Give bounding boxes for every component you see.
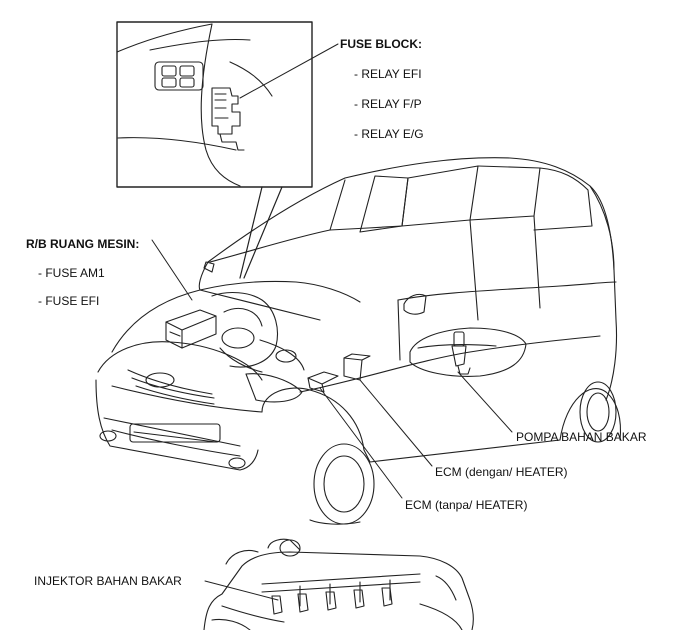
fuse-block-title: FUSE BLOCK: [340, 37, 422, 51]
fuse-block-item-relay-eg: - RELAY E/G [354, 127, 424, 141]
fuse-block-inset [116, 21, 339, 279]
ecm-with-heater-label: ECM (dengan/ HEATER) [435, 465, 568, 479]
engine-injector-view [203, 538, 474, 630]
rb-item-fuse-am1: - FUSE AM1 [38, 266, 105, 280]
ecm-without-heater-label: ECM (tanpa/ HEATER) [405, 498, 528, 512]
rb-engine-room-title: R/B RUANG MESIN: [26, 237, 140, 251]
rb-item-fuse-efi: - FUSE EFI [38, 294, 100, 308]
fuse-block-item-relay-efi: - RELAY EFI [354, 67, 422, 81]
fuse-block-item-relay-fp: - RELAY F/P [354, 97, 422, 111]
fuel-pump-label: POMPA BAHAN BAKAR [516, 430, 647, 444]
fuel-injector-label: INJEKTOR BAHAN BAKAR [34, 574, 182, 588]
vehicle-outline [95, 157, 622, 525]
